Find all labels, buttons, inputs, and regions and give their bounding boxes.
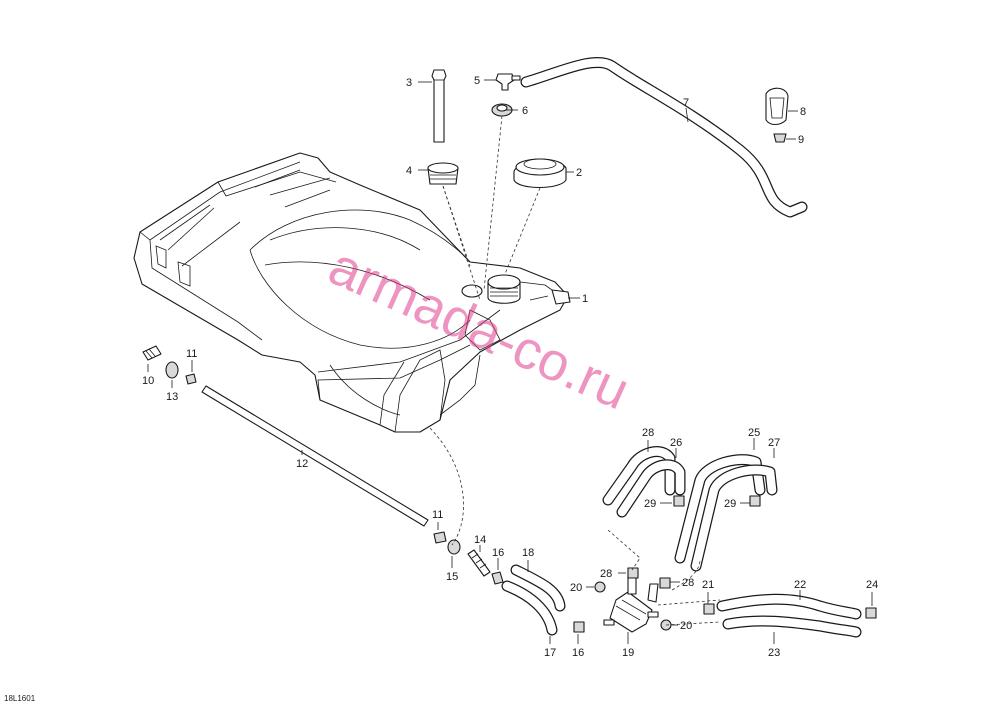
callout-labels: 1 2 3 4 5 6 7 8 9 10 11 11 12 13 14 15 1… xyxy=(142,75,878,659)
callout-16-bottom: 16 xyxy=(572,647,584,659)
callout-28-top: 28 xyxy=(642,427,654,439)
callout-16-top: 16 xyxy=(492,547,504,559)
callout-15: 15 xyxy=(446,571,458,583)
callout-13: 13 xyxy=(166,391,178,403)
clamp-upper xyxy=(491,571,504,585)
callout-21: 21 xyxy=(702,579,714,591)
filler-neck xyxy=(427,162,459,185)
nut-bottom xyxy=(433,531,447,544)
callout-29-left: 29 xyxy=(644,498,656,510)
callout-20-lower: 20 xyxy=(680,620,692,632)
callout-11-bottom: 11 xyxy=(432,509,443,521)
fuel-hose-25 xyxy=(674,454,766,564)
callout-25: 25 xyxy=(748,427,760,439)
clamp-lower xyxy=(573,621,585,633)
callout-27: 27 xyxy=(768,437,780,449)
callout-2: 2 xyxy=(576,167,582,179)
leader-lines xyxy=(147,79,873,644)
clamp-28-right xyxy=(659,577,671,589)
callout-14: 14 xyxy=(474,534,486,546)
rollover-valve xyxy=(495,73,521,91)
fuel-hose-27 xyxy=(690,464,778,572)
clamp-28-left xyxy=(627,567,639,579)
callout-1: 1 xyxy=(582,293,588,305)
drain-plug xyxy=(142,345,162,361)
callout-7: 7 xyxy=(683,97,689,109)
callout-20-upper: 20 xyxy=(570,582,582,594)
assembly-lines xyxy=(429,115,721,626)
callout-9: 9 xyxy=(798,134,804,146)
callout-19: 19 xyxy=(622,647,634,659)
clamp-29-right xyxy=(749,495,761,507)
diagram-reference-code: 18L1601 xyxy=(4,694,36,703)
fuel-hose-17 xyxy=(501,580,558,636)
callout-18: 18 xyxy=(522,547,534,559)
fuel-hose-26 xyxy=(602,446,676,506)
clamp-29-left xyxy=(673,495,685,507)
fuel-hose-23 xyxy=(722,615,862,638)
clamp-24 xyxy=(865,607,877,619)
washer xyxy=(165,361,179,379)
callout-4: 4 xyxy=(406,165,412,177)
clamp-21 xyxy=(703,603,715,615)
fuel-pump-bracket xyxy=(603,575,659,633)
fuel-tank xyxy=(133,152,571,433)
callout-5: 5 xyxy=(474,75,480,87)
callout-17: 17 xyxy=(544,647,556,659)
long-hose xyxy=(201,385,429,527)
callout-28-left: 28 xyxy=(600,568,612,580)
cap-cover xyxy=(765,87,789,126)
nut-top xyxy=(185,373,197,385)
callout-3: 3 xyxy=(406,77,412,89)
callout-6: 6 xyxy=(522,105,528,117)
callout-24: 24 xyxy=(866,579,878,591)
washer-bottom xyxy=(447,539,461,555)
callout-22: 22 xyxy=(794,579,806,591)
fuel-hose-22 xyxy=(716,593,862,620)
cover-clip xyxy=(773,133,787,143)
filler-tube xyxy=(431,69,447,143)
callout-11-top: 11 xyxy=(186,348,197,360)
callout-26: 26 xyxy=(670,437,682,449)
vent-hose xyxy=(520,56,808,218)
callout-8: 8 xyxy=(800,106,806,118)
callout-29-right: 29 xyxy=(724,498,736,510)
fuel-cap xyxy=(513,158,567,188)
clamp-20-upper xyxy=(594,581,606,593)
fitting xyxy=(467,549,491,577)
callout-10: 10 xyxy=(142,375,154,387)
fuel-hose-18 xyxy=(510,564,566,612)
callout-12: 12 xyxy=(296,458,308,470)
callout-28-right: 28 xyxy=(682,577,694,589)
fuel-hose-28 xyxy=(616,459,686,518)
callout-23: 23 xyxy=(768,647,780,659)
